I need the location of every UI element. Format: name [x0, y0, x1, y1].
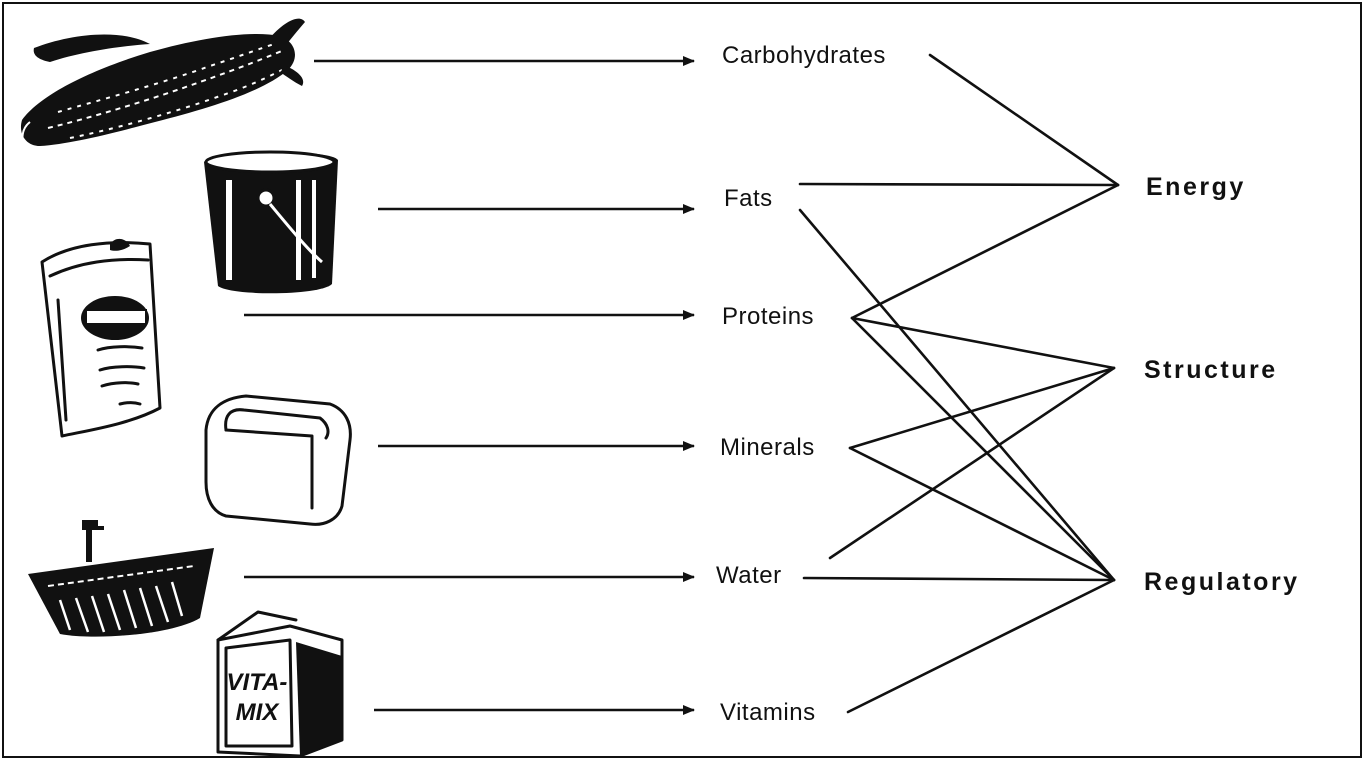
water-trough-icon: [28, 520, 214, 637]
link-proteins-regulatory: [852, 318, 1114, 580]
link-minerals-structure: [850, 368, 1114, 448]
carton-text-line-1: VITA-: [227, 669, 288, 696]
nutrient-label-carbohydrates: Carbohydrates: [722, 42, 886, 69]
function-label-energy: Energy: [1146, 173, 1246, 201]
vitamin-carton-icon: VITA- MIX: [218, 612, 342, 756]
salt-cube-icon: [206, 396, 350, 524]
nutrient-labels: Carbohydrates Fats Proteins Minerals Wat…: [716, 42, 886, 726]
flour-bag-icon: [42, 239, 160, 436]
link-proteins-energy: [852, 185, 1118, 318]
corn-icon: [21, 19, 305, 148]
function-labels: Energy Structure Regulatory: [1144, 173, 1300, 596]
function-label-regulatory: Regulatory: [1144, 568, 1300, 596]
link-minerals-regulatory: [850, 448, 1114, 580]
link-proteins-structure: [852, 318, 1114, 368]
link-fats-energy: [800, 184, 1118, 185]
carton-text-line-2: MIX: [236, 699, 281, 726]
nutrient-label-fats: Fats: [724, 185, 773, 212]
nutrient-label-minerals: Minerals: [720, 434, 815, 461]
function-label-structure: Structure: [1144, 356, 1278, 384]
link-water-regulatory: [804, 578, 1114, 580]
function-links: [800, 55, 1118, 712]
lard-bucket-icon: [204, 152, 338, 293]
nutrient-label-water: Water: [716, 562, 782, 589]
nutrient-label-vitamins: Vitamins: [720, 699, 816, 726]
link-vitamins-regulatory: [848, 580, 1114, 712]
nutrient-label-proteins: Proteins: [722, 303, 814, 330]
link-carbohydrates-energy: [930, 55, 1118, 185]
